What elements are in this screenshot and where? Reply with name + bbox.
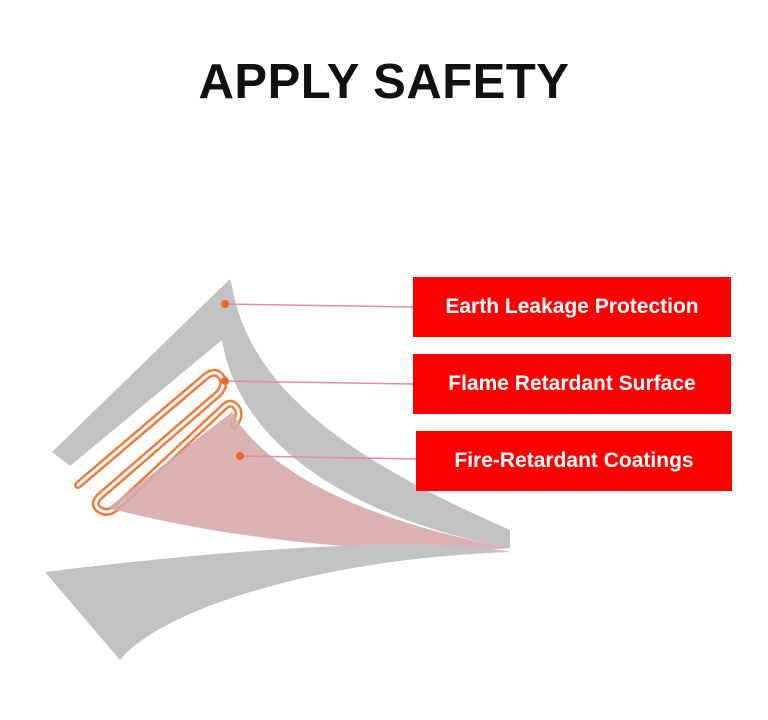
page-title: APPLY SAFETY <box>198 55 570 109</box>
earth-leakage-layer <box>52 279 510 548</box>
label-earth-leakage-protection: Earth Leakage Protection <box>413 277 731 337</box>
bottom-layer <box>45 544 512 660</box>
marker-dot-2 <box>221 377 229 385</box>
marker-dot-3 <box>236 452 244 460</box>
leader-line-1 <box>224 303 414 308</box>
fire-retardant-coating <box>108 412 510 551</box>
heating-wire-inner <box>76 371 240 514</box>
leader-line-2 <box>224 380 414 385</box>
label-flame-retardant-surface: Flame Retardant Surface <box>413 354 731 414</box>
label-fire-retardant-coatings: Fire-Retardant Coatings <box>416 431 732 491</box>
marker-dot-1 <box>221 300 229 308</box>
leader-line-3 <box>239 455 417 460</box>
